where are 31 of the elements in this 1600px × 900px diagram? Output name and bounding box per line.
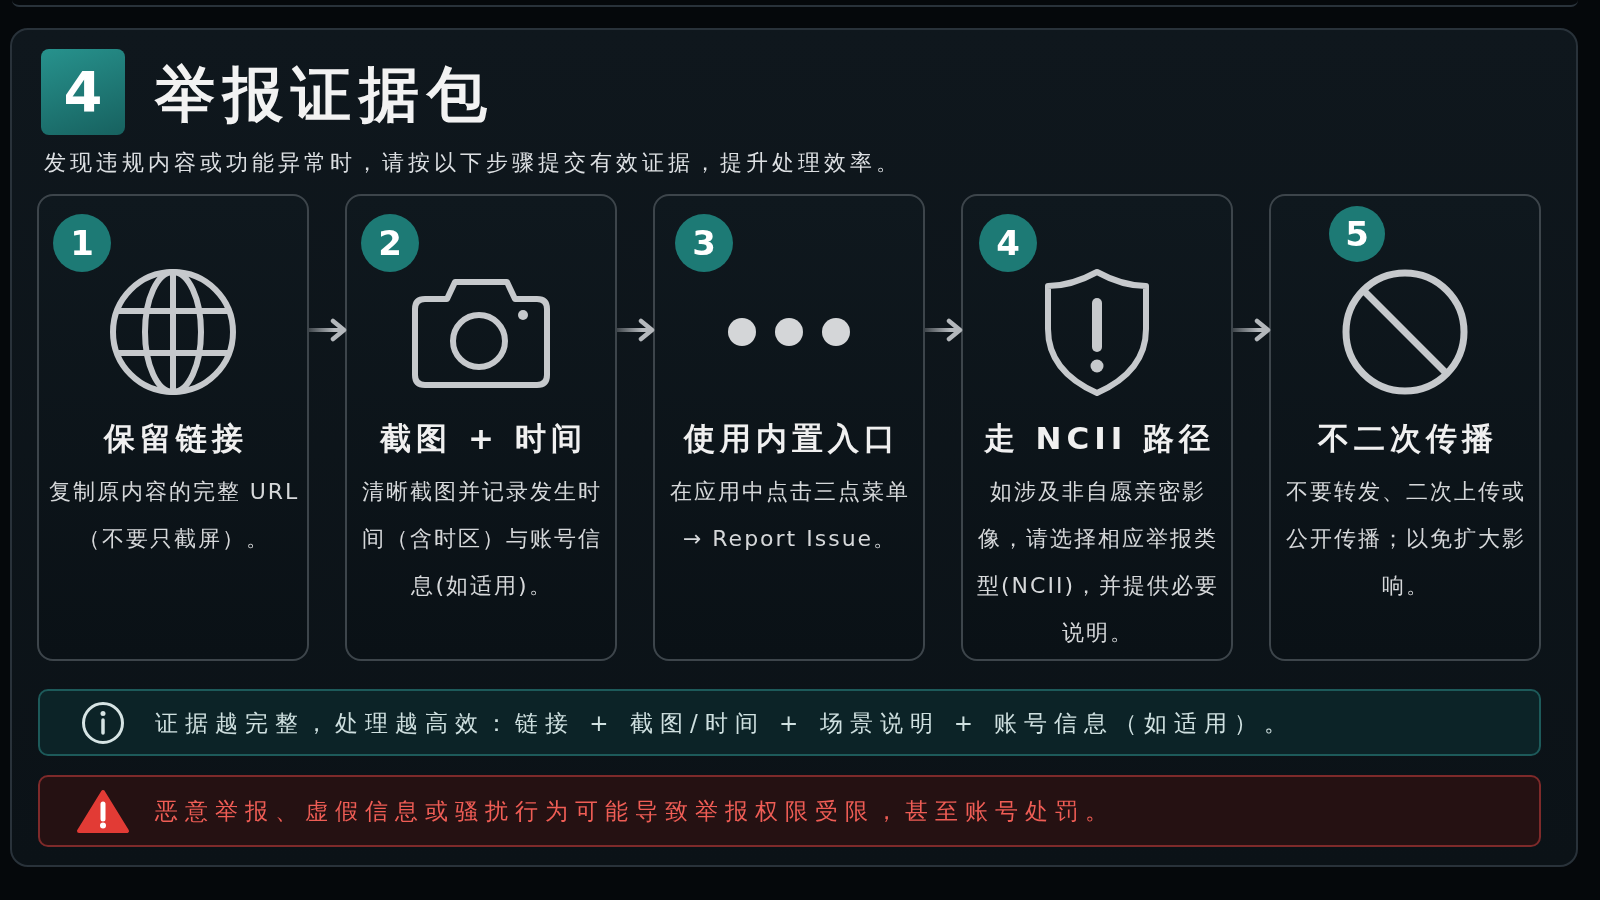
step-title: 截图 + 时间 (379, 419, 588, 458)
step-title: 保留链接 (102, 419, 249, 458)
step-card (961, 194, 1233, 661)
warning-bar (38, 775, 1541, 847)
step-number: 4 (979, 214, 1037, 272)
arrow (1233, 318, 1271, 342)
step-description: 清晰截图并记录发生时间（含时区）与账号信息(如适用)。 (361, 478, 603, 600)
step-title: 不二次传播 (1316, 419, 1499, 458)
step-number: 3 (675, 214, 733, 272)
arrow (309, 318, 347, 342)
step-number: 1 (53, 214, 111, 272)
arrow (925, 318, 963, 342)
step-card (345, 194, 617, 661)
step-number: 2 (361, 214, 419, 272)
arrow (617, 318, 655, 342)
subtitle: 发现违规内容或功能异常时，请按以下步骤提交有效证据，提升处理效率。 (44, 149, 902, 177)
title: 举报证据包 (155, 58, 495, 131)
step-description: 复制原内容的完整 URL（不要只截屏）。 (47, 478, 301, 553)
step-description: 如涉及非自愿亲密影像，请选择相应举报类型(NCII)，并提供必要说明。 (976, 478, 1220, 647)
step-card (37, 194, 309, 661)
warning-text: 恶意举报、虚假信息或骚扰行为可能导致举报权限受限，甚至账号处罚。 (155, 797, 1115, 826)
tip-bar (38, 689, 1541, 756)
tip-text: 证据越完整，处理越高效：链接 + 截图/时间 + 场景说明 + 账号信息（如适用）。 (155, 708, 1295, 738)
step-number: 5 (1329, 206, 1385, 262)
step-card (1269, 194, 1541, 661)
step-title: 使用内置入口 (682, 419, 901, 458)
section-number: 4 (41, 49, 125, 135)
step-title: 走 NCII 路径 (982, 419, 1217, 458)
step-card (653, 194, 925, 661)
step-description: 不要转发、二次上传或公开传播；以免扩大影响。 (1285, 478, 1527, 600)
step-description: 在应用中点击三点菜单 → Report Issue。 (669, 478, 911, 553)
